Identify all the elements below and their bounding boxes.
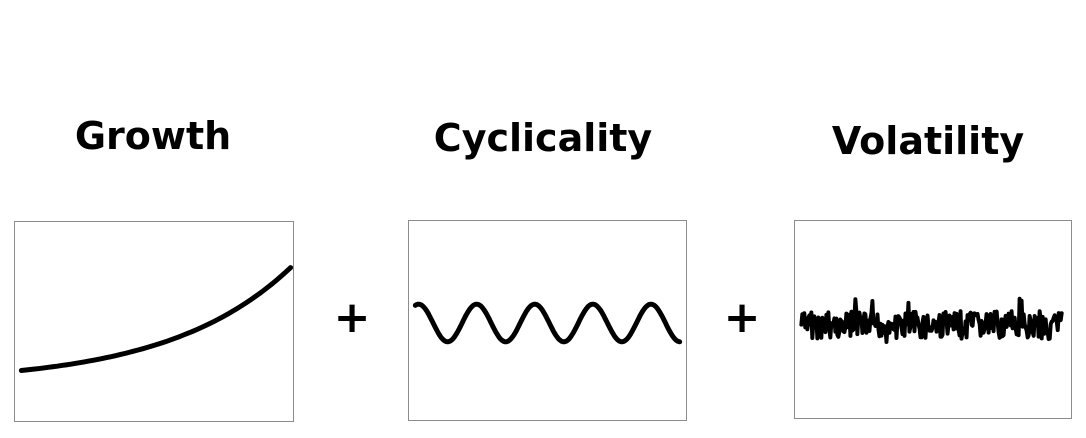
cyclicality-panel <box>408 220 687 421</box>
growth-curve-plot <box>18 265 294 373</box>
growth-panel <box>14 221 294 422</box>
plus-operator-2: + <box>723 292 761 343</box>
growth-title: Growth <box>74 114 232 158</box>
cyclicality-wave-plot <box>412 301 683 345</box>
cyclicality-title: Cyclicality <box>433 116 653 160</box>
plus-operator-1: + <box>333 292 371 343</box>
cyclicality-wave <box>412 301 683 345</box>
growth-curve <box>18 265 294 373</box>
volatility-panel <box>794 220 1072 419</box>
volatility-title: Volatility <box>831 119 1025 163</box>
volatility-noise-plot <box>799 296 1064 344</box>
volatility-noise <box>799 296 1064 344</box>
